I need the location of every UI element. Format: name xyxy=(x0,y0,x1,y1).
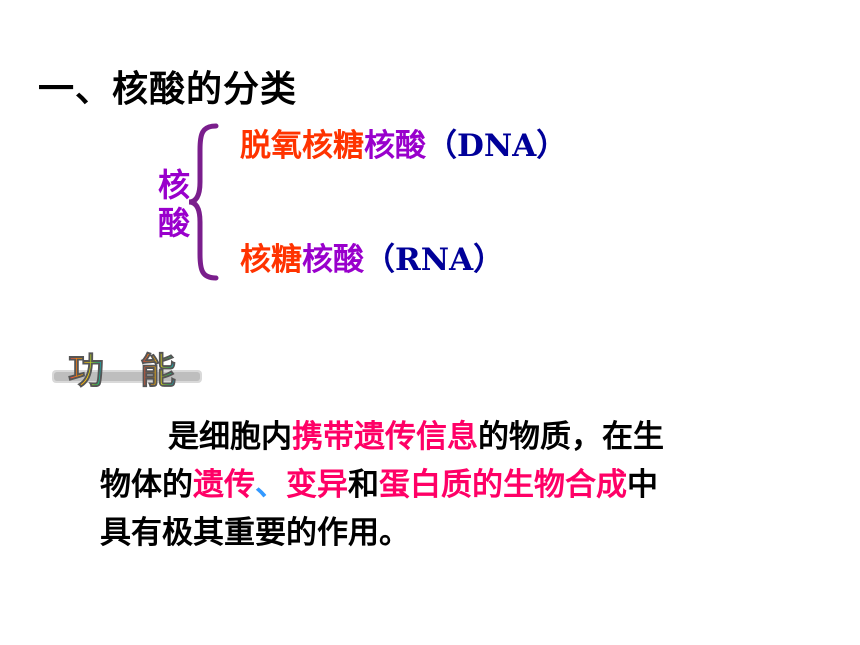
line2-segment-2: 、 xyxy=(255,467,286,503)
vertical-char-1: 核 xyxy=(157,166,190,204)
badge-char-2: 能 xyxy=(140,351,176,390)
dna-abbrev: （DNA） xyxy=(426,128,568,164)
line2-segment-5: 蛋白质的生物合成 xyxy=(379,467,627,503)
curly-brace xyxy=(188,123,219,281)
line2-segment-3: 变异 xyxy=(286,467,348,503)
dna-item: 脱氧核糖核酸（DNA） xyxy=(240,120,567,165)
function-badge: 功 能 xyxy=(52,351,202,390)
line3-segment-0: 具有极其重要的作用。 xyxy=(100,515,410,551)
rna-item: 核糖核酸（RNA） xyxy=(240,234,504,279)
rna-abbrev: （RNA） xyxy=(364,242,505,278)
line2-segment-0: 物体的 xyxy=(100,467,193,503)
para-line-3: 具有极其重要的作用。 xyxy=(100,509,800,557)
rna-prefix: 核糖 xyxy=(240,242,302,278)
rna-core: 核酸 xyxy=(302,242,364,278)
line2-segment-4: 和 xyxy=(348,467,379,503)
line1-segment-2: 的物质，在生 xyxy=(478,419,664,455)
nucleic-acid-label: 核 酸 xyxy=(152,166,196,242)
badge-char-1: 功 xyxy=(68,351,104,390)
line2-segment-6: 中 xyxy=(627,467,658,503)
para-line-2: 物体的遗传、变异和蛋白质的生物合成中 xyxy=(100,461,800,509)
para-line-1-text: 是细胞内携带遗传信息的物质，在生 xyxy=(168,419,664,455)
function-description: 是细胞内携带遗传信息的物质，在生 物体的遗传、变异和蛋白质的生物合成中 具有极其… xyxy=(100,413,800,557)
para-line-1: 是细胞内携带遗传信息的物质，在生 xyxy=(100,413,800,461)
dna-prefix: 脱氧核糖 xyxy=(240,128,364,164)
vertical-char-2: 酸 xyxy=(157,204,190,242)
line1-segment-0: 是细胞内 xyxy=(168,419,292,455)
line1-segment-1: 携带遗传信息 xyxy=(292,419,478,455)
section-heading: 一、核酸的分类 xyxy=(38,69,298,110)
line2-segment-1: 遗传 xyxy=(193,467,255,503)
dna-core: 核酸 xyxy=(364,128,426,164)
